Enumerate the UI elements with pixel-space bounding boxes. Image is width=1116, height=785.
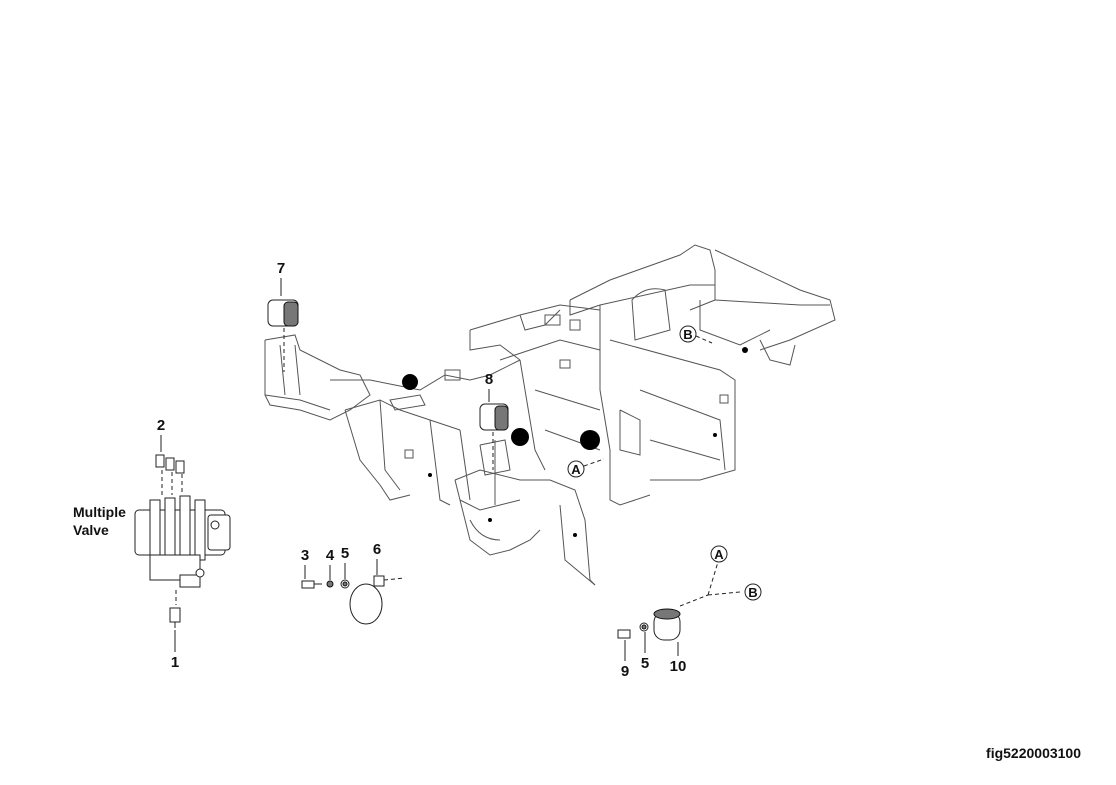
svg-text:1: 1 [171, 654, 179, 671]
svg-text:5: 5 [341, 545, 349, 562]
connector-b-frame: B [679, 325, 713, 344]
connector-a-part-label: A [714, 547, 724, 562]
svg-text:2: 2 [157, 417, 165, 434]
horn-assembly-parts [617, 561, 741, 641]
svg-text:8: 8 [485, 371, 493, 388]
callout-5b: 5 [641, 632, 649, 672]
callout-3: 3 [301, 547, 309, 579]
svg-text:9: 9 [621, 663, 629, 680]
component-label-line1: Multiple [73, 504, 126, 520]
callout-6: 6 [373, 541, 381, 575]
callout-10: 10 [670, 642, 687, 675]
callout-1: 1 [171, 630, 179, 671]
callout-8: 8 [485, 371, 493, 402]
svg-text:7: 7 [277, 260, 285, 277]
connector-b-part-label: B [748, 585, 757, 600]
callout-9: 9 [621, 640, 629, 680]
connector-a-frame: A [567, 458, 605, 478]
svg-text:6: 6 [373, 541, 381, 558]
connector-b-frame-label: B [683, 327, 692, 342]
main-frame [264, 244, 836, 586]
horn-mount-parts [301, 575, 406, 625]
connector-a-part: A [710, 545, 728, 563]
work-light-8 [479, 403, 509, 470]
component-label-line2: Valve [73, 522, 109, 538]
figure-id: fig5220003100 [986, 745, 1081, 761]
callout-4: 4 [326, 547, 335, 580]
work-light-7 [267, 299, 299, 372]
svg-text:5: 5 [641, 655, 649, 672]
svg-text:4: 4 [326, 547, 335, 564]
callout-2: 2 [157, 417, 165, 452]
multiple-valve-assembly [134, 454, 231, 628]
svg-text:10: 10 [670, 658, 687, 675]
connector-b-part: B [744, 583, 762, 601]
callout-7: 7 [277, 260, 285, 296]
callout-5a: 5 [341, 545, 349, 579]
svg-text:3: 3 [301, 547, 309, 564]
connector-a-frame-label: A [571, 462, 581, 477]
